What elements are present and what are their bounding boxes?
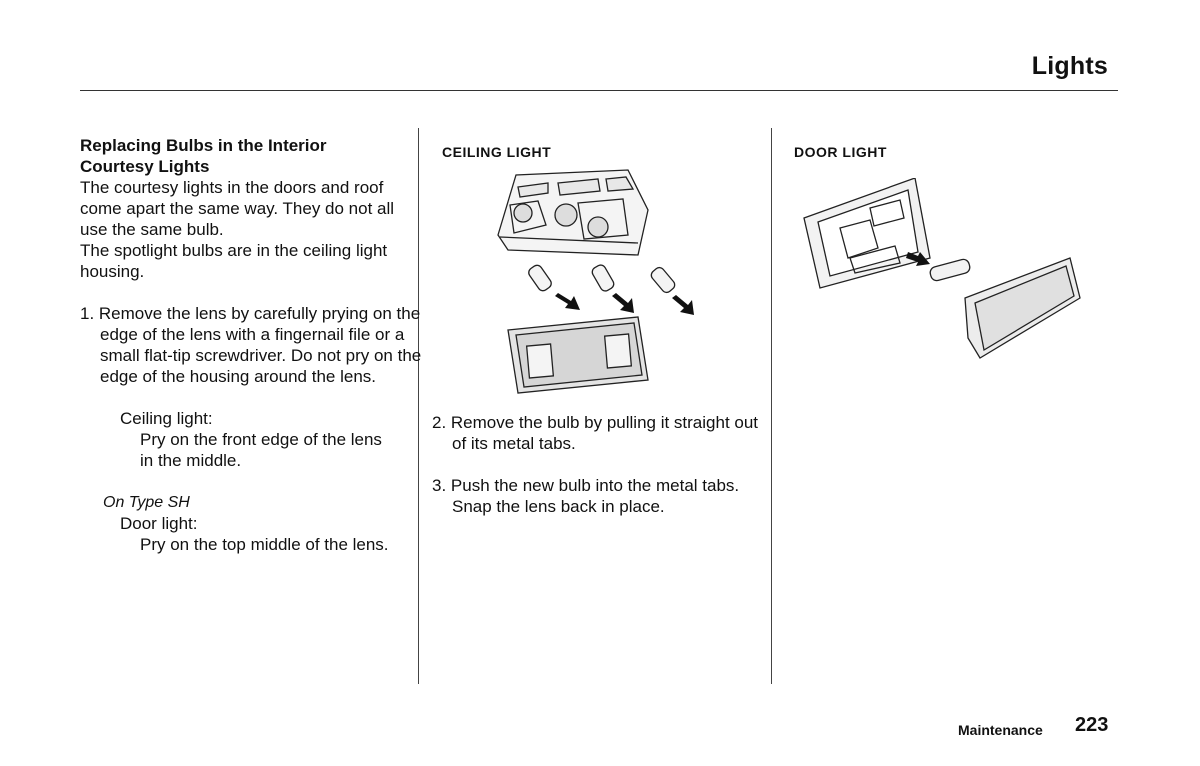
ceiling-light-instruction: Pry on the front edge of the lens in the… bbox=[140, 430, 382, 470]
page-number: 223 bbox=[1075, 714, 1109, 736]
ceiling-light-illustration bbox=[497, 169, 694, 394]
column-left: Replacing Bulbs in the Interior Courtesy… bbox=[80, 135, 421, 555]
door-light-illustration bbox=[803, 178, 1081, 359]
ceiling-light-label: Ceiling light: bbox=[120, 409, 213, 428]
step-2: 2. Remove the bulb by pulling it straigh… bbox=[432, 413, 759, 453]
type-note: On Type SH bbox=[103, 494, 190, 511]
column-divider-1 bbox=[418, 128, 419, 684]
header-rule bbox=[80, 90, 1118, 91]
page-title: Lights bbox=[1031, 52, 1108, 80]
column-divider-2 bbox=[771, 128, 772, 684]
column-middle: CEILING LIGHT bbox=[432, 144, 762, 160]
step-1: 1. Remove the lens by carefully prying o… bbox=[80, 304, 422, 386]
door-light-label: Door light: bbox=[120, 514, 198, 533]
door-light-instruction: Pry on the top middle of the lens. bbox=[140, 535, 389, 554]
section-subheading: Replacing Bulbs in the Interior Courtesy… bbox=[80, 136, 327, 176]
spotlight-paragraph: The spotlight bulbs are in the ceiling l… bbox=[80, 241, 388, 281]
column-right: DOOR LIGHT bbox=[794, 144, 1124, 160]
intro-paragraph: The courtesy lights in the doors and roo… bbox=[80, 178, 395, 239]
door-light-figure-label: DOOR LIGHT bbox=[794, 144, 887, 160]
column-middle-steps: 2. Remove the bulb by pulling it straigh… bbox=[432, 412, 762, 517]
footer-section-label: Maintenance bbox=[958, 722, 1043, 738]
ceiling-light-figure-label: CEILING LIGHT bbox=[442, 144, 552, 160]
step-3: 3. Push the new bulb into the metal tabs… bbox=[432, 476, 740, 516]
